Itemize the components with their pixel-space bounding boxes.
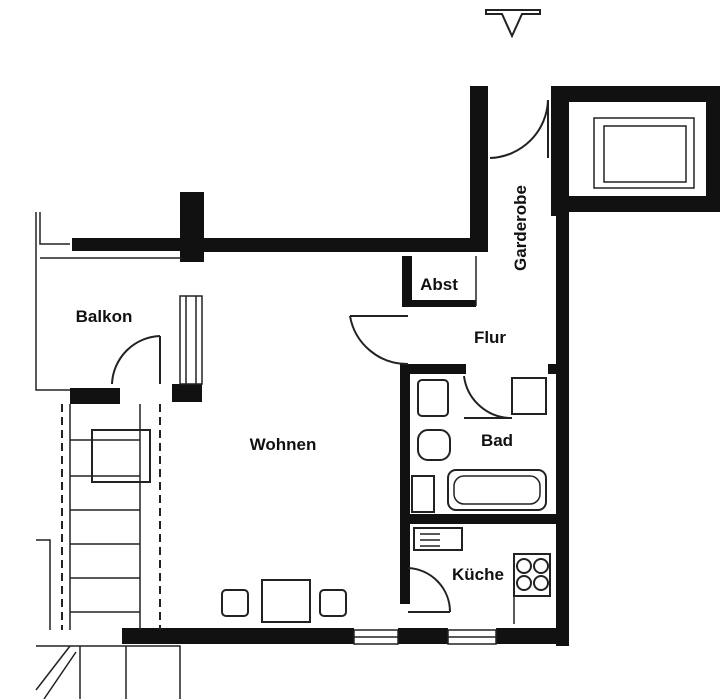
wall-abst-bottom — [402, 300, 476, 307]
wall-bottom-right — [496, 628, 568, 644]
wall-top-balkon — [72, 238, 184, 251]
wall-right-mid — [551, 196, 720, 212]
bathtub — [447, 469, 547, 511]
wall-far-right — [706, 86, 720, 206]
shower-tray — [511, 377, 547, 415]
entrance-arrow-icon — [485, 9, 541, 39]
wall-bad-kueche — [400, 514, 560, 524]
washbasin — [417, 379, 449, 417]
toilet — [417, 429, 451, 461]
room-label-abst: Abst — [420, 275, 458, 294]
wall-bad-top — [400, 364, 466, 374]
wall-right-garderobe — [551, 86, 569, 216]
room-label-flur: Flur — [474, 328, 506, 347]
bath-cabinet — [411, 475, 435, 513]
wall-right-long — [556, 196, 569, 646]
wall-bottom-mid — [398, 628, 448, 644]
wall-bad-top-right — [548, 364, 568, 374]
wall-bad-left — [400, 364, 410, 604]
wall-flur-left — [470, 86, 488, 252]
wall-balkon-bottom-left — [70, 388, 120, 404]
chair-right — [319, 589, 347, 617]
dining-table — [261, 579, 311, 623]
room-label-garderobe: Garderobe — [511, 185, 530, 271]
chair-left — [221, 589, 249, 617]
wall-top-living — [180, 238, 484, 252]
wall-abst — [402, 256, 412, 304]
room-label-wohnen: Wohnen — [250, 435, 317, 454]
stove — [513, 553, 551, 597]
wall-bottom-left — [122, 628, 354, 644]
walls — [70, 86, 720, 646]
thin-lines — [35, 99, 695, 699]
wall-balkon-bottom-right — [172, 384, 202, 402]
room-label-bad: Bad — [481, 431, 513, 450]
wall-top-right — [551, 86, 716, 102]
kitchen-sink — [413, 527, 463, 551]
room-label-balkon: Balkon — [76, 307, 133, 326]
room-label-kueche: Küche — [452, 565, 504, 584]
